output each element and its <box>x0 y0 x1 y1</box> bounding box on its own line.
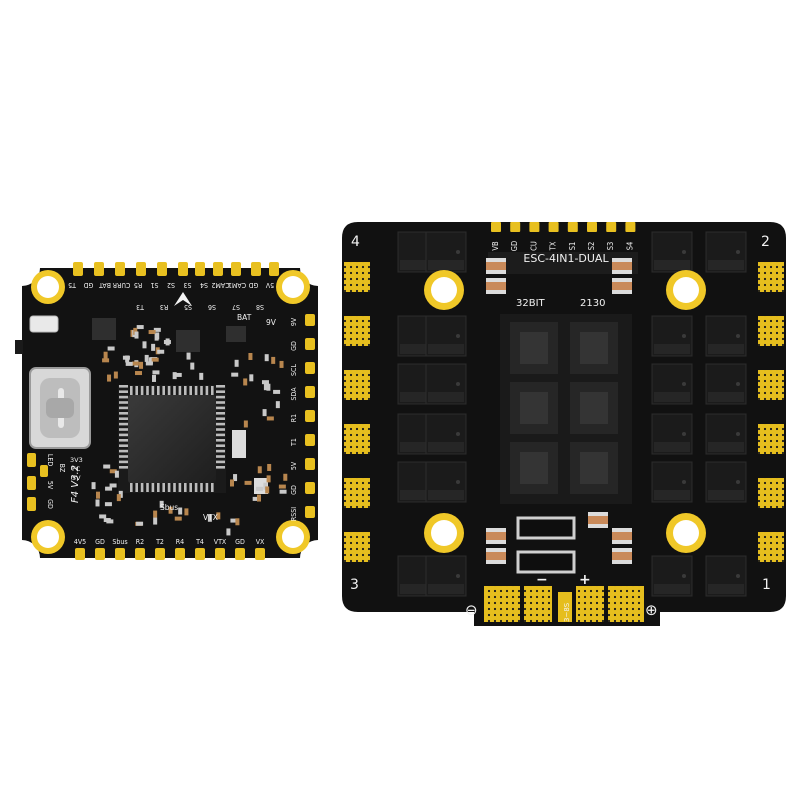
esc-voltage-label: 3~8S <box>563 602 571 622</box>
fc-top-pad-label: CURR <box>112 281 130 289</box>
fc-top-pads <box>73 262 279 276</box>
fc-3v3-label: 3V3 <box>70 456 83 464</box>
fc-left-pad-label: 5V <box>46 481 54 490</box>
fc-bottom-pad-label: T2 <box>155 538 164 546</box>
fc-bottom-pad-label: GD <box>235 538 245 546</box>
orientation-arrow <box>174 292 192 306</box>
fc-right-pad-label: 5V <box>290 461 298 470</box>
fc-top-pad-label: CAM1 <box>228 281 246 289</box>
esc-corner-2: 2 <box>761 234 770 250</box>
fc-right-pad-label: 9V <box>290 317 298 326</box>
fc-top-pad-label: GD <box>83 281 93 289</box>
fc-pin-label: S6 <box>208 303 216 311</box>
fc-bat-label: BAT <box>237 313 252 322</box>
esc-minus-label: − <box>536 572 548 588</box>
usb-side-tab <box>15 340 23 354</box>
fc-bottom-pad-label: GD <box>95 538 105 546</box>
fc-top-pad-label: S3 <box>183 281 191 289</box>
esc-signal-pad-label: S4 <box>625 242 634 251</box>
esc-motor-pads <box>344 262 784 562</box>
fc-left-pad-label: BZ <box>58 464 66 473</box>
fc-9v-label: 9V <box>266 318 277 327</box>
esc-signal-pads <box>491 222 636 232</box>
esc-signal-pad-label: S3 <box>606 242 615 251</box>
esc-plus-label: + <box>579 572 591 588</box>
fc-silkscreen: F4 V3.2 BAT 9V 3V3 FC 5V Sbus VTX <box>70 313 277 522</box>
fc-left-labels: LED BZ 5V GD <box>46 454 66 509</box>
fc-bottom-pad-label: T4 <box>195 538 204 546</box>
usb-c-connector <box>29 367 91 449</box>
fc-left-pad-label: GD <box>46 499 54 509</box>
esc-signal-pad-label: S2 <box>587 242 596 251</box>
fc-right-pad-label: GD <box>290 341 298 351</box>
fc-top-pad-label: R5 <box>134 281 142 289</box>
fc-5v-label: 5V <box>72 474 81 482</box>
fc-right-pad-label: SCL <box>290 364 298 376</box>
fc-pin-label: S7 <box>232 303 240 311</box>
esc-title: ESC-4IN1-DUAL <box>523 252 609 265</box>
boot-button <box>29 315 59 333</box>
fc-top-pad-label: 5V <box>265 281 274 289</box>
fc-version-label: F4 V3.2 <box>70 465 81 503</box>
fc-pin-label: R3 <box>160 303 168 311</box>
fc-top-pad-label: CAM2 <box>211 281 229 289</box>
fc-top-pad-label: T5 <box>68 281 77 289</box>
fc-top-pad-label: S1 <box>150 281 158 289</box>
esc-corner-1: 1 <box>762 577 771 593</box>
esc-signal-pad-label: S1 <box>568 242 577 251</box>
fc-left-pads <box>27 453 48 511</box>
fc-bottom-pad-label: R2 <box>136 538 144 546</box>
fc-sbus-label: Sbus <box>160 503 178 512</box>
fc-pin-label: T3 <box>136 303 145 311</box>
fc-smd-parts <box>91 325 288 536</box>
fc-right-pad-label: RSSI <box>290 507 298 521</box>
esc-corner-4: 4 <box>351 234 360 250</box>
fc-mounting-holes <box>31 270 310 554</box>
fc-right-pad-label: T1 <box>290 438 298 447</box>
fc-bottom-pad-label: R4 <box>176 538 184 546</box>
fc-bottom-pad-label: VTX <box>214 538 227 546</box>
esc-mosfets <box>397 231 747 597</box>
fc-top-pad-label: S4 <box>200 281 208 289</box>
fc-right-pad-label: R1 <box>290 414 298 422</box>
fc-right-pad-label: SDA <box>290 387 298 401</box>
fc-top-pad-label: GD <box>248 281 258 289</box>
fc-bottom-labels: 4V5 GD Sbus R2 T2 R4 T4 VTX GD VX <box>74 538 265 546</box>
esc-plus-symbol: ⊕ <box>645 601 658 619</box>
esc-signal-labels: VB GD CU TX S1 S2 S3 S4 <box>491 241 634 252</box>
esc-capacitors <box>486 258 632 574</box>
fc-right-pad-label: GD <box>290 485 298 495</box>
esc-minus-symbol: ⊖ <box>465 601 478 619</box>
fc-fc-label: FC <box>72 465 81 473</box>
fc-top-pad-label: BAT <box>99 281 111 289</box>
esc-board: ESC-4IN1-DUAL 32BIT 2130 4 2 3 1 ⊖ ⊕ − +… <box>342 222 786 626</box>
fc-pin-label: S5 <box>184 303 192 311</box>
fc-row2-labels: T3 R3 S5 S6 S7 S8 <box>136 303 264 311</box>
fc-bottom-pad-label: Sbus <box>112 538 127 546</box>
esc-driver-chips <box>488 252 638 504</box>
fc-top-pad-label: S2 <box>167 281 175 289</box>
esc-signal-pad-label: VB <box>491 241 500 251</box>
esc-mounting-holes <box>424 270 706 553</box>
esc-power-pads <box>484 586 644 622</box>
mcu-chip <box>118 385 226 493</box>
esc-silkscreen: ESC-4IN1-DUAL 32BIT 2130 4 2 3 1 ⊖ ⊕ − +… <box>350 234 771 622</box>
fc-left-pad-label: LED <box>46 454 54 466</box>
esc-signal-pad-label: TX <box>549 241 558 251</box>
esc-corner-3: 3 <box>350 577 359 593</box>
esc-signal-pad-label: CU <box>529 241 538 251</box>
esc-signal-pad-label: GD <box>510 241 519 251</box>
fc-bottom-pads <box>75 548 265 560</box>
esc-subtitle: 32BIT <box>516 298 546 309</box>
fc-bottom-pad-label: 4V5 <box>74 538 86 546</box>
fc-pin-label: S8 <box>256 303 264 311</box>
fc-bottom-pad-label: VX <box>256 538 265 546</box>
fc-vtx-label: VTX <box>203 513 218 522</box>
esc-model: 2130 <box>580 298 605 309</box>
fc-right-pads <box>305 314 315 518</box>
